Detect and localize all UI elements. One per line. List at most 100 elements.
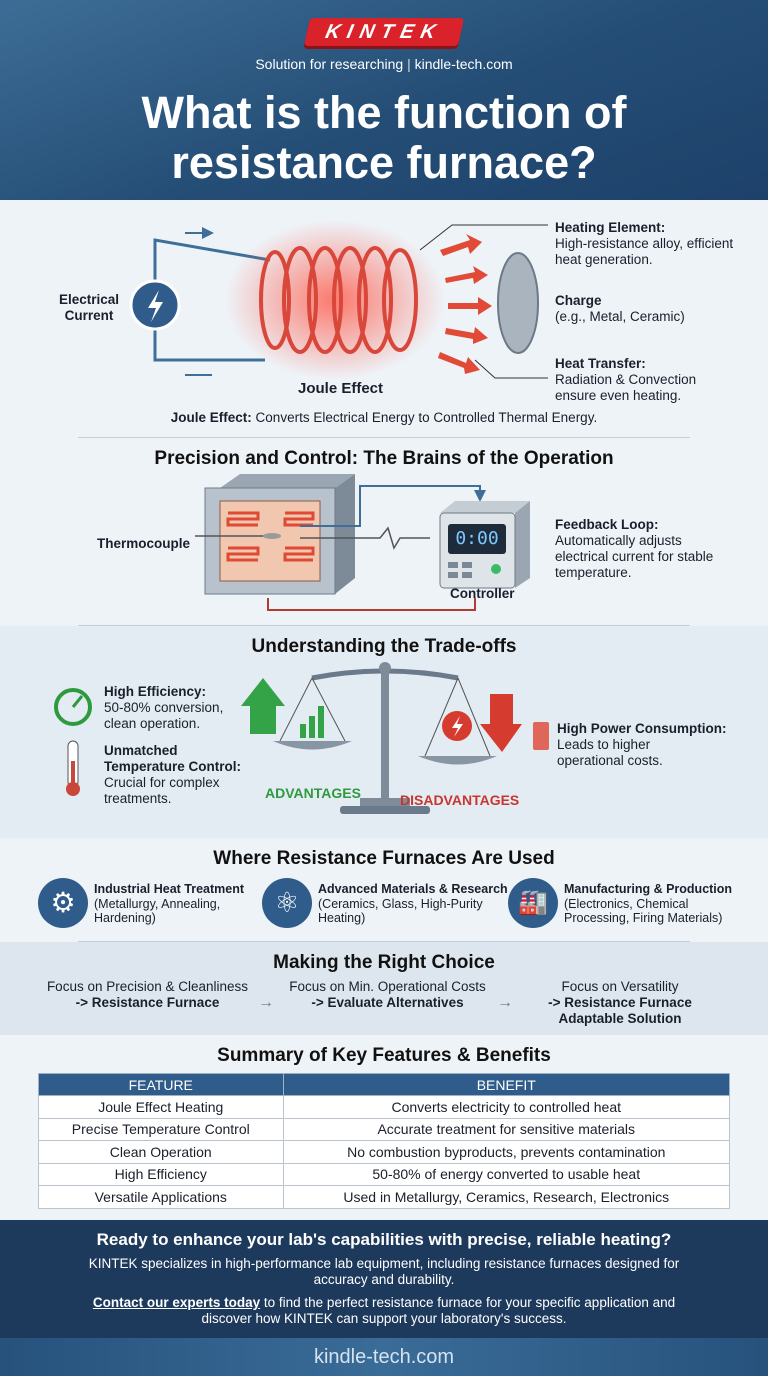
header: KINTEK Solution for researching | kindle… xyxy=(0,0,768,200)
use-text: (Electronics, Chemical Processing, Firin… xyxy=(564,896,723,926)
cta-section: Ready to enhance your lab's capabilities… xyxy=(0,1220,768,1338)
contact-link[interactable]: Contact our experts today xyxy=(92,1295,261,1310)
use-title: Industrial Heat Treatment xyxy=(94,882,245,896)
choice-focus: Focus on Min. Operational Costs xyxy=(289,979,486,994)
use-title: Manufacturing & Production xyxy=(564,882,733,896)
feedback-text: Automatically adjusts electrical current… xyxy=(555,533,714,580)
feedback-note: Feedback Loop:Automatically adjusts elec… xyxy=(555,517,715,581)
charge-title: Charge xyxy=(555,293,602,308)
charge-disc xyxy=(497,252,539,354)
up-arrow-icon xyxy=(241,678,285,734)
divider xyxy=(78,437,690,438)
tradeoffs-section: Understanding the Trade-offs High Effici… xyxy=(0,626,768,838)
divider xyxy=(78,625,690,626)
choice-focus: Focus on Precision & Cleanliness xyxy=(46,979,249,994)
tagline-text: Solution for researching xyxy=(255,56,404,72)
cta-body-2: Contact our experts today to find the pe… xyxy=(74,1295,694,1327)
power-title: High Power Consumption: xyxy=(557,721,727,736)
use-item: Advanced Materials & Research(Ceramics, … xyxy=(318,882,508,926)
uses-section: Where Resistance Furnaces Are Used ⚙ ⚛ 🏭… xyxy=(0,838,768,942)
choice-section: Making the Right Choice Focus on Precisi… xyxy=(0,942,768,1035)
tagline-url[interactable]: kindle-tech.com xyxy=(414,56,513,72)
feature-cell: Precise Temperature Control xyxy=(38,1117,284,1141)
control-diagram xyxy=(195,474,530,611)
footer: kindle-tech.com xyxy=(0,1338,768,1376)
caption-bold: Joule Effect: xyxy=(170,410,252,425)
divider xyxy=(78,941,690,942)
tagline: Solution for researching | kindle-tech.c… xyxy=(255,56,513,72)
feature-cell: Clean Operation xyxy=(38,1140,284,1164)
temperature-note: Unmatched Temperature Control:Crucial fo… xyxy=(104,743,249,807)
balance-scale xyxy=(54,662,549,814)
joule-caption: Joule Effect: Converts Electrical Energy… xyxy=(0,410,768,426)
temperature-title: Unmatched Temperature Control: xyxy=(104,743,242,774)
choice-focus: Focus on Versatility xyxy=(561,979,679,994)
choice-title: Making the Right Choice xyxy=(273,952,495,973)
caption-text: Converts Electrical Energy to Controlled… xyxy=(251,410,598,425)
controller-display: 0:00 xyxy=(455,528,499,549)
choice-result: -> Resistance Furnace xyxy=(75,995,220,1010)
feature-cell: Joule Effect Heating xyxy=(38,1095,284,1119)
heat-transfer-title: Heat Transfer: xyxy=(555,356,646,371)
heating-element-text: High-resistance alloy, efficient heat ge… xyxy=(555,236,734,267)
joule-diagram xyxy=(129,220,548,380)
header-feature: FEATURE xyxy=(38,1073,284,1096)
advantages-label: ADVANTAGES xyxy=(265,785,361,801)
use-item: Industrial Heat Treatment(Metallurgy, An… xyxy=(94,882,259,926)
kintek-logo: KINTEK xyxy=(304,18,464,46)
summary-title: Summary of Key Features & Benefits xyxy=(217,1045,551,1066)
uses-title: Where Resistance Furnaces Are Used xyxy=(213,848,555,869)
power-text: Leads to higher operational costs. xyxy=(557,737,663,768)
benefit-cell: Accurate treatment for sensitive materia… xyxy=(282,1117,730,1141)
disadvantages-label: DISADVANTAGES xyxy=(400,792,520,808)
battery-icon xyxy=(533,722,549,750)
heat-transfer-note: Heat Transfer:Radiation & Convection ens… xyxy=(555,356,725,404)
joule-effect-label: Joule Effect xyxy=(298,380,384,397)
use-text: (Ceramics, Glass, High-Purity Heating) xyxy=(318,896,483,926)
precision-section: Precision and Control: The Brains of the… xyxy=(0,438,768,625)
arrow-icon: → xyxy=(258,994,274,1011)
charge-note: Charge(e.g., Metal, Ceramic) xyxy=(555,293,755,325)
use-text: (Metallurgy, Annealing, Hardening) xyxy=(94,896,221,926)
arrow-icon: → xyxy=(497,994,513,1011)
gear-flame-icon: ⚙ xyxy=(38,878,88,928)
gauge-icon xyxy=(54,688,92,726)
choice-item: Focus on Versatility-> Resistance Furnac… xyxy=(540,979,700,1027)
title-line-1: What is the function of xyxy=(141,87,627,138)
use-title: Advanced Materials & Research xyxy=(318,882,508,896)
thermocouple-label: Thermocouple xyxy=(97,536,191,551)
feature-cell: High Efficiency xyxy=(38,1162,284,1186)
choice-result: -> Resistance Furnace Adaptable Solution xyxy=(548,995,692,1026)
choice-item: Focus on Precision & Cleanliness-> Resis… xyxy=(40,979,255,1011)
efficiency-text: 50-80% conversion, clean operation. xyxy=(104,700,224,731)
efficiency-title: High Efficiency: xyxy=(104,684,207,699)
heat-transfer-text: Radiation & Convection ensure even heati… xyxy=(555,372,697,403)
electrical-current-label: Electrical Current xyxy=(58,292,120,323)
feedback-title: Feedback Loop: xyxy=(555,517,659,532)
down-arrow-icon xyxy=(480,694,522,752)
joule-section: Electrical Current Joule Effect Heating … xyxy=(0,200,768,437)
atom-icon: ⚛ xyxy=(262,878,312,928)
footer-url[interactable]: kindle-tech.com xyxy=(313,1346,455,1368)
cta-heading: Ready to enhance your lab's capabilities… xyxy=(96,1230,672,1249)
choice-result: -> Evaluate Alternatives xyxy=(311,995,464,1010)
header-benefit: BENEFIT xyxy=(282,1073,730,1096)
title-line-2: resistance furnace? xyxy=(171,137,597,188)
tradeoffs-title: Understanding the Trade-offs xyxy=(251,636,517,657)
precision-title: Precision and Control: The Brains of the… xyxy=(154,448,614,469)
benefit-cell: 50-80% of energy converted to usable hea… xyxy=(282,1162,730,1186)
benefit-cell: Converts electricity to controlled heat xyxy=(282,1095,730,1119)
heating-element-note: Heating Element:High-resistance alloy, e… xyxy=(555,220,755,268)
charge-text: (e.g., Metal, Ceramic) xyxy=(555,309,685,324)
factory-icon: 🏭 xyxy=(508,878,558,928)
benefit-cell: Used in Metallurgy, Ceramics, Research, … xyxy=(282,1185,730,1209)
benefit-cell: No combustion byproducts, prevents conta… xyxy=(282,1140,730,1164)
heat-arrows xyxy=(438,234,492,374)
